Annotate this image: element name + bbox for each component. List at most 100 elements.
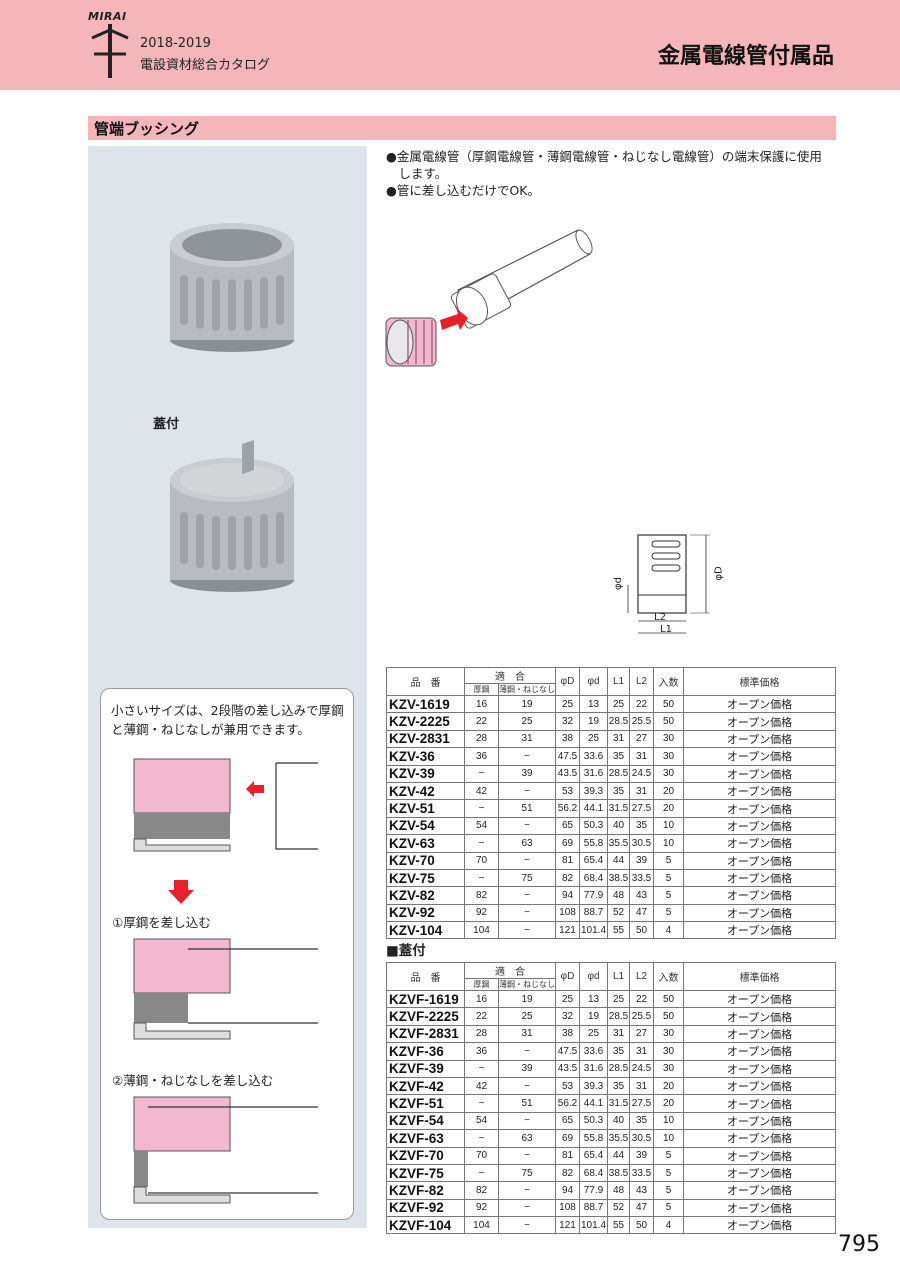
table-cell: 77.9 [579,1181,608,1200]
product-code: KZV-104 [386,921,465,940]
table-cell: 55 [607,1216,630,1235]
table-cell: 36 [464,747,499,766]
mirai-logo-icon [91,24,129,78]
table-cell: 47 [629,903,654,923]
price-cell: オープン価格 [683,868,836,888]
header-fit-thin: 薄鋼・ねじなし [498,683,556,696]
table-cell: 52 [607,903,630,923]
table-cell: − [498,921,556,940]
table-cell: 33.6 [579,1042,608,1061]
table-cell: 51 [498,799,556,818]
header-L2: L2 [629,962,654,991]
product-code: KZVF-51 [386,1094,465,1113]
table-cell: 47 [629,1198,654,1218]
price-cell: オープン価格 [683,1094,836,1113]
table-cell: − [464,1094,499,1113]
table-cell: 104 [464,1216,499,1235]
product-code: KZVF-82 [386,1181,465,1200]
table-cell: 5 [653,1146,684,1165]
header-L1: L1 [607,962,630,991]
price-cell: オープン価格 [683,1129,836,1148]
table-cell: 75 [498,868,556,888]
dual-fit-diagram-step2 [133,1096,318,1204]
table-cell: 20 [653,1076,684,1096]
price-cell: オープン価格 [683,1076,836,1096]
header-code: 品 番 [386,962,465,991]
table-cell: 39 [498,764,556,783]
lid-table-heading: ■蓋付 [386,943,426,959]
table-cell: 48 [607,886,630,905]
price-cell: オープン価格 [683,1216,836,1235]
table-cell: 13 [579,694,608,714]
section-bar: 管端ブッシング [88,116,836,140]
table-cell: 32 [555,1007,580,1026]
table-cell: 30 [653,729,684,749]
table-cell: 19 [579,1007,608,1026]
product-code: KZV-2831 [386,729,465,749]
table-cell: 19 [579,712,608,731]
table-cell: 94 [555,1181,580,1200]
table-cell: 31 [629,1076,654,1096]
bushing-with-lid-photo [170,440,294,592]
header-L2: L2 [629,667,654,696]
logo-text: MIRAI [88,10,127,23]
table-cell: − [464,834,499,853]
table-cell: 33.5 [629,1163,654,1183]
table-cell: 5 [653,903,684,923]
table-cell: 31 [629,781,654,801]
table-cell: 108 [555,903,580,923]
dim-label-phi-d: φd [612,577,624,590]
table-cell: 25.5 [629,712,654,731]
header-D: φD [555,667,580,696]
description-line: ●金属電線管（厚鋼電線管・薄鋼電線管・ねじなし電線管）の端末保護に使用 [386,149,822,164]
table-cell: 88.7 [579,903,608,923]
table-cell: 30 [653,1042,684,1061]
table-cell: 5 [653,868,684,888]
table-cell: − [464,764,499,783]
product-code: KZVF-2225 [386,1007,465,1026]
product-code: KZV-36 [386,747,465,766]
table-cell: 40 [607,816,630,836]
price-cell: オープン価格 [683,781,836,801]
table-cell: 65.4 [579,851,608,870]
table-cell: 20 [653,799,684,818]
table-cell: 50 [629,921,654,940]
table-cell: 22 [464,1007,499,1026]
note-text: 小さいサイズは、2段階の差し込みで厚鋼と薄鋼・ねじなしが兼用できます。 [111,703,344,737]
table-cell: − [464,1059,499,1078]
table-cell: 28.5 [607,1059,630,1078]
table-cell: 30 [653,747,684,766]
price-cell: オープン価格 [683,921,836,940]
header-qty: 入数 [653,962,684,991]
table-cell: 94 [555,886,580,905]
table-cell: 52 [607,1198,630,1218]
product-code: KZV-70 [386,851,465,870]
product-code: KZV-92 [386,903,465,923]
table-cell: 43.5 [555,1059,580,1078]
price-cell: オープン価格 [683,764,836,783]
table-cell: − [498,1181,556,1200]
product-code: KZV-42 [386,781,465,801]
table-cell: 28 [464,1024,499,1044]
price-cell: オープン価格 [683,989,836,1009]
table-cell: 35 [607,1042,630,1061]
table-cell: 51 [498,1094,556,1113]
table-cell: − [498,1042,556,1061]
table-cell: 35 [629,1111,654,1131]
table-cell: 25 [555,989,580,1009]
table-cell: 50 [653,694,684,714]
table-cell: 53 [555,781,580,801]
table-cell: 92 [464,1198,499,1218]
table-cell: 65 [555,816,580,836]
table-cell: 28.5 [607,1007,630,1026]
table-cell: 50.3 [579,1111,608,1131]
table-cell: 55.8 [579,1129,608,1148]
table-cell: 88.7 [579,1198,608,1218]
table-cell: 5 [653,1181,684,1200]
table-cell: 10 [653,1111,684,1131]
